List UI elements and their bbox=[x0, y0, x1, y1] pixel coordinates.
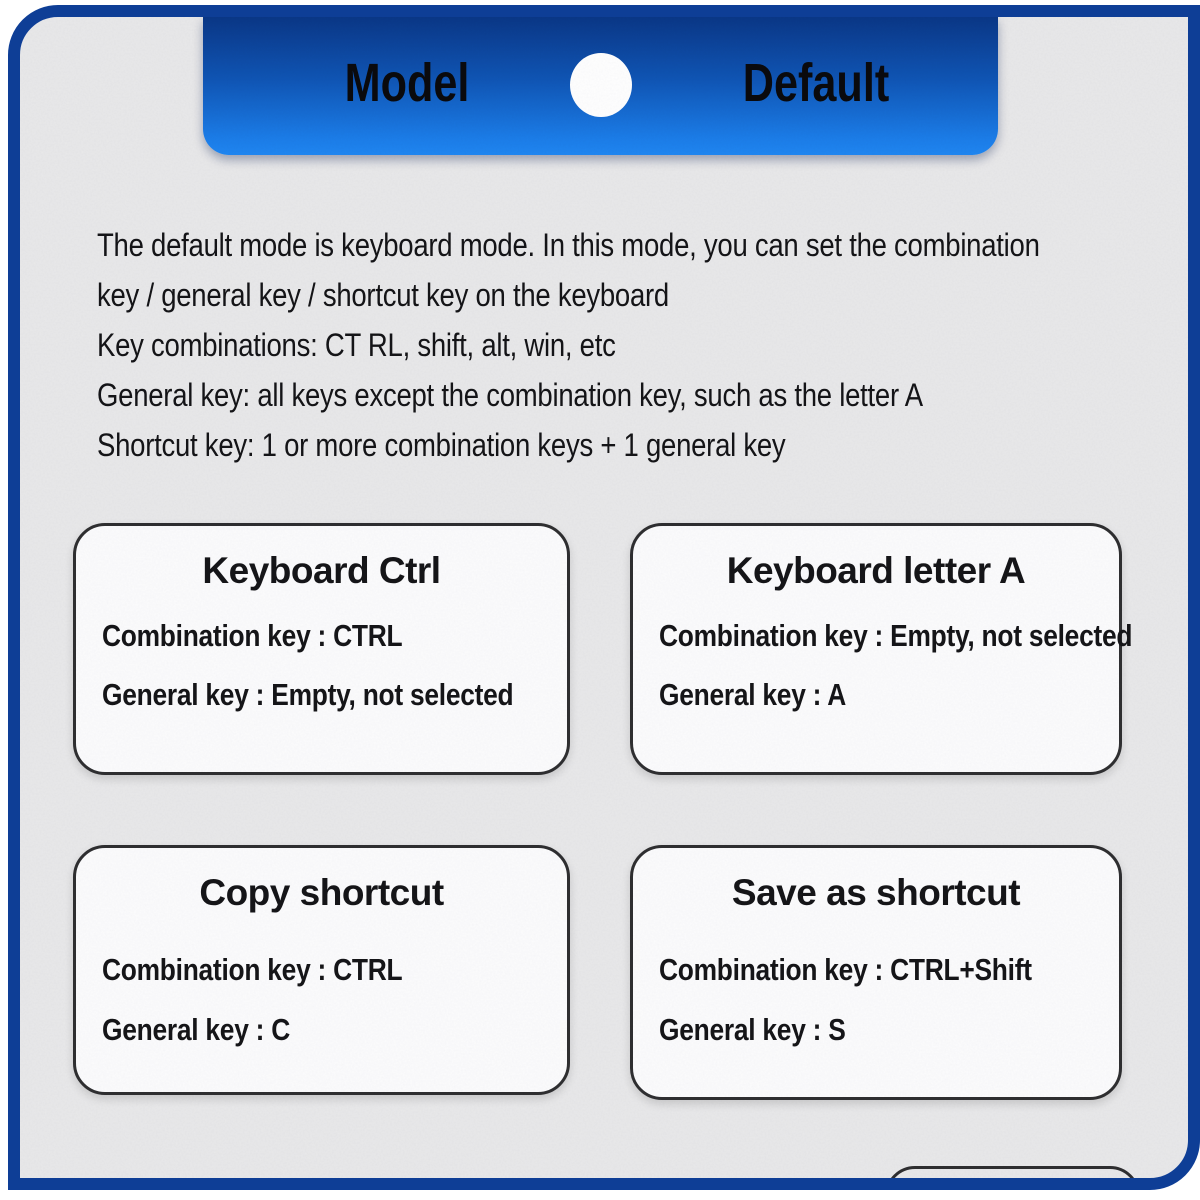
card-row: Combination key : CTRL+Shift bbox=[659, 952, 1032, 987]
card-row: General key : A bbox=[659, 677, 847, 712]
card-row: General key : Empty, not selected bbox=[102, 677, 514, 712]
description-line: General key: all keys except the combina… bbox=[97, 377, 923, 413]
header-banner: Model Default bbox=[203, 17, 998, 155]
card-title: Save as shortcut bbox=[731, 872, 1021, 913]
description-line: key / general key / shortcut key on the … bbox=[97, 277, 669, 313]
card-row: Combination key : CTRL bbox=[102, 952, 403, 987]
next-card-edge bbox=[885, 1166, 1140, 1178]
content-panel: Model Default The default mode is keyboa… bbox=[8, 5, 1200, 1190]
card-row: Combination key : Empty, not selected bbox=[659, 618, 1133, 653]
description-line: Key combinations: CT RL, shift, alt, win… bbox=[97, 327, 616, 363]
card-keyboard-letter-a: Keyboard letter A Combination key : Empt… bbox=[630, 523, 1133, 775]
card-copy-shortcut: Copy shortcut Combination key : CTRL Gen… bbox=[73, 845, 570, 1095]
card-keyboard-ctrl: Keyboard Ctrl Combination key : CTRL Gen… bbox=[73, 523, 570, 775]
card-save-as-shortcut: Save as shortcut Combination key : CTRL+… bbox=[630, 845, 1122, 1100]
card-title: Copy shortcut bbox=[199, 872, 444, 913]
card-row: General key : C bbox=[102, 1012, 291, 1047]
card-row: General key : S bbox=[659, 1012, 846, 1047]
description-text: The default mode is keyboard mode. In th… bbox=[97, 220, 1040, 470]
card-row: Combination key : CTRL bbox=[102, 618, 403, 653]
white-dot-icon bbox=[570, 53, 632, 117]
card-title: Keyboard letter A bbox=[726, 550, 1026, 591]
mode-label: Model bbox=[344, 53, 470, 113]
card-title: Keyboard Ctrl bbox=[202, 550, 441, 591]
description-line: Shortcut key: 1 or more combination keys… bbox=[97, 427, 786, 463]
description-line: The default mode is keyboard mode. In th… bbox=[97, 227, 1040, 263]
default-label: Default bbox=[742, 53, 890, 113]
